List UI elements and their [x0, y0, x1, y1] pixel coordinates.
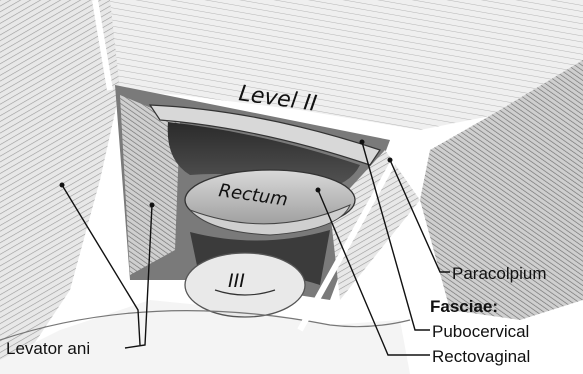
pubocervical-dot [360, 140, 365, 145]
level-iii-structure [185, 253, 305, 317]
paracolpium-label: Paracolpium [452, 264, 547, 283]
levator-ani-dot-2 [150, 203, 155, 208]
rectovaginal-label: Rectovaginal [432, 347, 530, 366]
fasciae-heading: Fasciae: [430, 297, 498, 316]
pubocervical-label: Pubocervical [432, 322, 529, 341]
level-iii-label: III [228, 270, 245, 292]
paracolpium-dot [388, 158, 393, 163]
levator-ani-dot-1 [60, 183, 65, 188]
rectovaginal-dot [316, 188, 321, 193]
levator-ani-label: Levator ani [6, 339, 90, 358]
